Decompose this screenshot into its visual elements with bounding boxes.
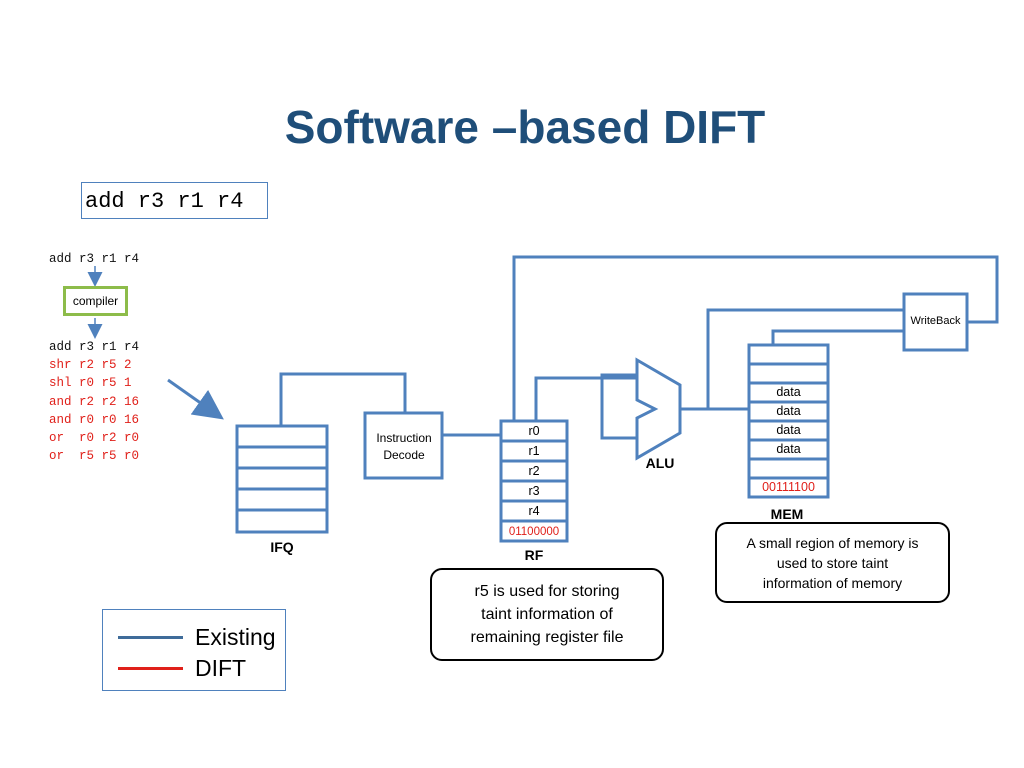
compiler-block: compiler [63, 286, 128, 316]
rf-label: RF [524, 547, 544, 563]
rf-callout-line: remaining register file [470, 629, 624, 646]
mem-callout-line: information of memory [762, 574, 903, 591]
legend-dift: DIFT [118, 654, 246, 682]
code-line: add r3 r1 r4 [49, 340, 140, 354]
rf-callout: r5 is used for storing taint information… [430, 568, 664, 661]
code-input: add r3 r1 r4 [49, 252, 140, 266]
wire-ifq-decode [279, 372, 407, 426]
wire-alu-writeback [706, 308, 904, 409]
wire-mem-writeback [771, 329, 904, 345]
decode-label-line2: Decode [383, 448, 425, 462]
slide-title: Software –based DIFT [284, 101, 766, 153]
arrow-to-ifq [167, 378, 224, 420]
rf-taint-register: 01100000 [508, 526, 560, 538]
mem-block [747, 343, 830, 499]
wire-rf-alu-top [534, 376, 637, 421]
alu-block [635, 357, 682, 461]
mem-callout: A small region of memory is used to stor… [715, 522, 950, 603]
mem-data-cell: data [776, 385, 801, 399]
decode-block [363, 411, 444, 480]
alu-label: ALU [645, 455, 675, 471]
legend: Existing DIFT [102, 609, 286, 691]
decode-label: Instruction Decode [366, 430, 442, 464]
mem-label: MEM [770, 506, 804, 522]
writeback-label: WriteBack [910, 315, 961, 327]
ifq-label: IFQ [270, 539, 294, 555]
code-line: shr r2 r5 2 [49, 358, 132, 373]
instruction-box: add r3 r1 r4 [81, 182, 268, 219]
rf-register-r0: r0 [528, 424, 540, 438]
mem-data-cell: data [776, 404, 801, 418]
legend-existing-swatch [118, 635, 183, 639]
mem-data-cell: data [776, 423, 801, 437]
legend-existing-label: Existing [195, 623, 276, 650]
rf-register-r4: r4 [528, 504, 540, 518]
mem-callout-line: used to store taint [776, 554, 889, 571]
mem-data-cell: data [776, 442, 801, 456]
legend-dift-swatch [118, 666, 183, 670]
code-line: or r0 r2 r0 [49, 431, 140, 446]
code-line: and r2 r2 16 [49, 394, 140, 409]
rf-block [499, 419, 569, 543]
legend-dift-label: DIFT [195, 654, 247, 681]
code-line: or r5 r5 r0 [49, 449, 140, 464]
code-line: shl r0 r5 1 [49, 376, 132, 391]
rf-register-r3: r3 [528, 484, 540, 498]
writeback-block [902, 292, 969, 352]
ifq-block [235, 424, 329, 534]
code-line: and r0 r0 16 [49, 412, 140, 427]
rf-register-r2: r2 [528, 464, 540, 478]
wire-alu-bottom [600, 373, 637, 440]
rf-callout-line: taint information of [481, 606, 613, 623]
code-output: add r3 r1 r4 shr r2 r5 2 shl r0 r5 1 and r2… [49, 338, 139, 465]
decode-label-line1: Instruction [376, 431, 432, 445]
rf-callout-line: r5 is used for storing [474, 583, 620, 600]
rf-register-r1: r1 [528, 444, 540, 458]
wire-writeback-rf [512, 255, 999, 421]
mem-taint-cell: 00111100 [762, 480, 815, 494]
mem-callout-line: A small region of memory is [746, 534, 919, 551]
legend-existing: Existing [118, 623, 276, 651]
